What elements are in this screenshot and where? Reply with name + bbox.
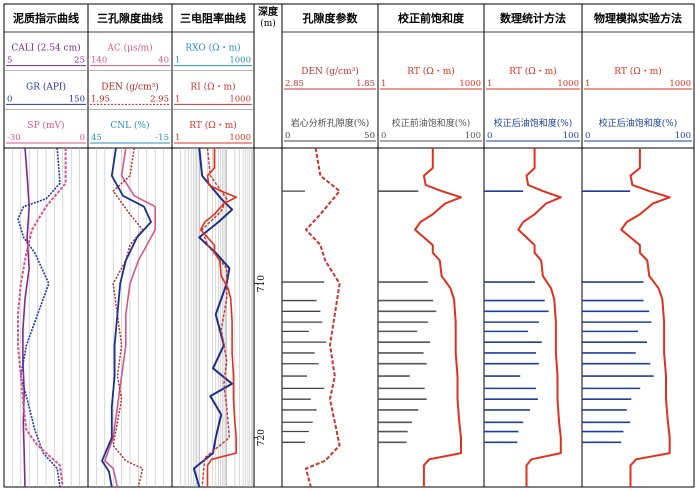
curve-min: 1 xyxy=(487,79,492,89)
curve-min: 1 xyxy=(175,94,180,104)
curve-name: 校正前油饱和度(%) xyxy=(392,117,471,129)
curve-name: GR (API) xyxy=(26,81,66,92)
curve-name: 校正后油饱和度(%) xyxy=(599,117,678,129)
depth-tick-label: 710 xyxy=(257,275,267,292)
depth-label: 深度 xyxy=(258,5,279,18)
curve-max: 0 xyxy=(80,133,85,143)
curve-min: 0 xyxy=(487,131,492,141)
curve-max: 1000 xyxy=(669,79,691,89)
curve-min: 1 xyxy=(585,79,590,89)
depth-column: 深度(m) 710 720 xyxy=(254,5,279,446)
curve-name: RT (Ω・m) xyxy=(509,66,557,77)
curve-name: DEN (g/cm³) xyxy=(101,81,159,92)
outer-frame xyxy=(3,3,695,488)
depth-unit: (m) xyxy=(260,18,276,29)
curve-min: 1 xyxy=(175,133,180,143)
curve-min: -30 xyxy=(7,133,21,143)
track-title: 泥质指示曲线 xyxy=(13,11,79,25)
curve-name: CNL (%) xyxy=(110,120,149,131)
curve-max: 25 xyxy=(74,56,85,66)
curve-name: SP (mV) xyxy=(27,120,64,131)
track-title: 数理统计方法 xyxy=(500,11,566,25)
curve-name: AC (μs/m) xyxy=(106,43,152,54)
curve-min: 0 xyxy=(7,94,12,104)
curve-max: 40 xyxy=(158,56,169,66)
curve-min: 1.95 xyxy=(91,94,110,104)
depth-tick-label: 720 xyxy=(257,429,267,446)
curve-min: 0 xyxy=(381,131,386,141)
cali-curve xyxy=(22,147,30,488)
ac-curve xyxy=(104,147,156,488)
curve-name: RT (Ω・m) xyxy=(407,66,455,77)
curve-name: CALI (2.54 cm) xyxy=(11,43,80,54)
track-title: 校正前饱和度 xyxy=(398,11,465,25)
curve-min: 140 xyxy=(91,56,107,66)
cnl-curve xyxy=(101,147,152,488)
curve-max: 100 xyxy=(465,131,481,141)
curve-min: 0 xyxy=(285,131,290,141)
curve-name: RT (Ω・m) xyxy=(189,120,237,131)
track-title: 三孔隙度曲线 xyxy=(97,11,163,25)
curve-min: 5 xyxy=(7,56,12,66)
curve-name: 岩心分析孔隙度(%) xyxy=(291,117,370,129)
curve-name: RI (Ω・m) xyxy=(190,81,235,92)
rt-curve xyxy=(620,148,671,487)
curve-max: 50 xyxy=(364,131,375,141)
curve-name: RXO (Ω・m) xyxy=(185,43,240,54)
sp-curve xyxy=(17,148,67,488)
curve-min: 1 xyxy=(175,56,180,66)
den-curve-track4 xyxy=(305,147,341,488)
curve-max: 2.95 xyxy=(150,94,169,104)
rt-curve-track3 xyxy=(199,148,237,487)
curve-max: 100 xyxy=(563,131,579,141)
curve-min: 0 xyxy=(585,131,590,141)
curve-max: 1000 xyxy=(229,133,251,143)
track-title: 物理模拟实验方法 xyxy=(594,11,682,25)
track-title: 三电阻率曲线 xyxy=(180,11,246,25)
curve-min: 45 xyxy=(91,133,102,143)
curve-min: 2.85 xyxy=(285,79,304,89)
curve-name: 校正后油饱和度(%) xyxy=(494,117,573,129)
rt-curve xyxy=(414,148,462,487)
curve-min: 1 xyxy=(381,79,386,89)
curve-max: 1.85 xyxy=(356,79,375,89)
rt-curve xyxy=(517,148,562,487)
gr-curve xyxy=(17,147,61,488)
track-bodies xyxy=(12,147,671,488)
curve-max: 1000 xyxy=(229,94,251,104)
curve-name: RT (Ω・m) xyxy=(614,66,662,77)
track-title: 孔隙度参数 xyxy=(303,11,359,25)
rxo-curve xyxy=(192,147,234,488)
curve-max: 1000 xyxy=(459,79,481,89)
curve-name: DEN (g/cm³) xyxy=(301,66,359,77)
curve-max: 1000 xyxy=(557,79,579,89)
curve-max: -15 xyxy=(155,133,169,143)
curve-max: 1000 xyxy=(229,56,251,66)
curve-max: 100 xyxy=(675,131,691,141)
curve-max: 150 xyxy=(69,94,85,104)
